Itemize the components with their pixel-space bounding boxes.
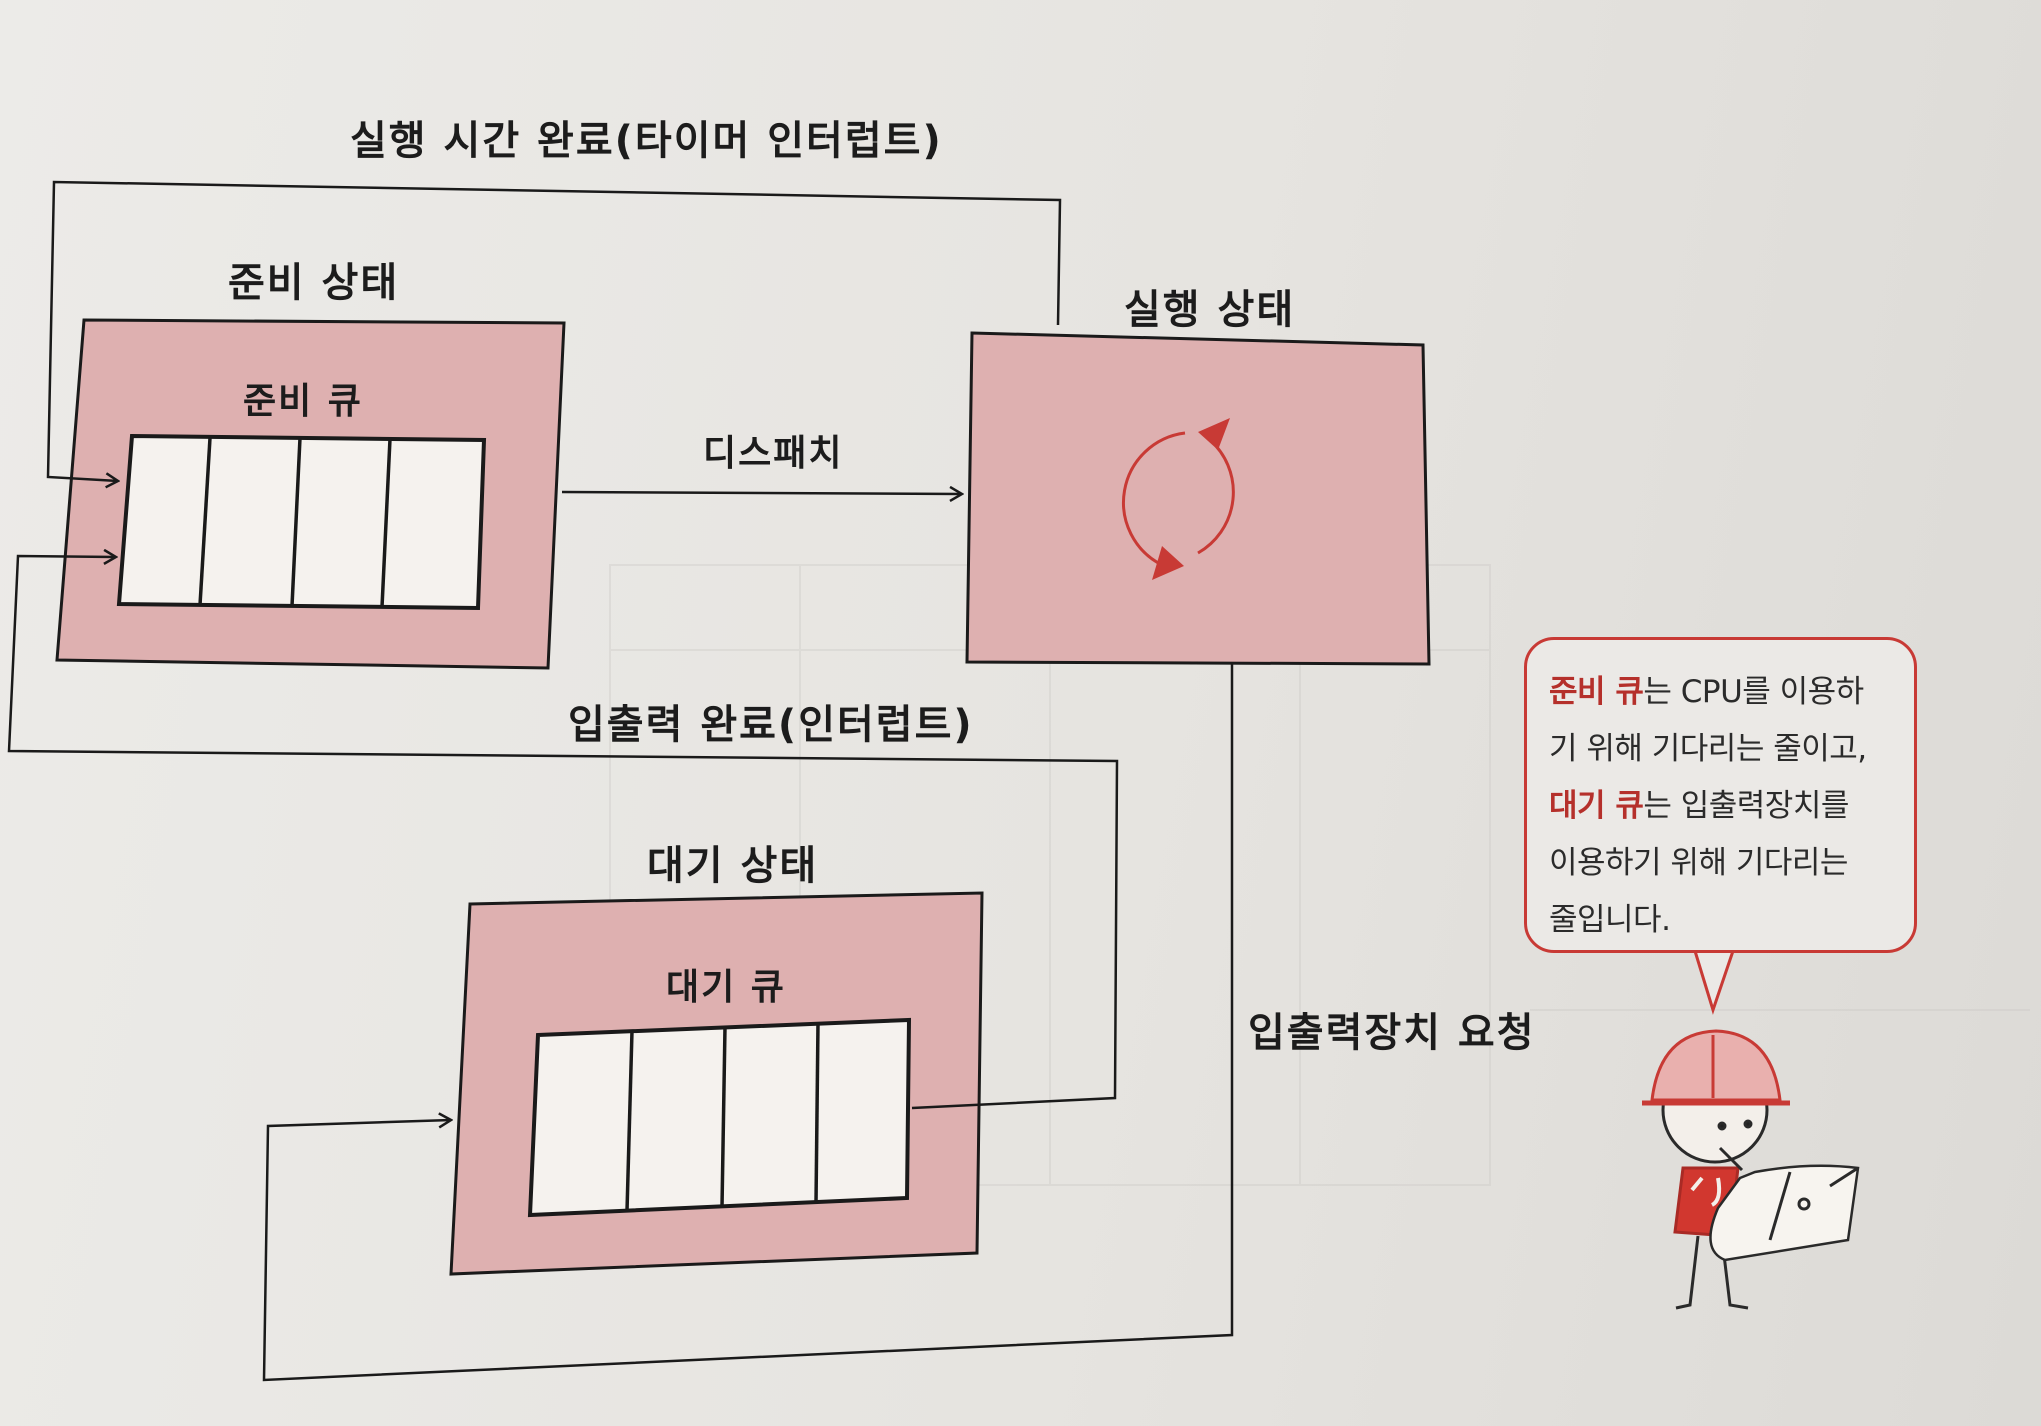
callout-pointer — [1693, 950, 1735, 1015]
ready-queue-slot — [290, 437, 302, 607]
dispatch-label: 디스패치 — [703, 433, 844, 474]
ready-queue — [116, 433, 487, 611]
ready-queue-slot — [198, 437, 212, 606]
waiting-state-label: 대기 상태 — [647, 843, 819, 889]
ready-queue-label: 준비 큐 — [243, 381, 363, 422]
callout-text: 는 입출력장치를 — [1643, 788, 1849, 824]
callout-line: 대기 큐는 입출력장치를 — [1549, 778, 1898, 835]
waiting-queue — [527, 1017, 912, 1218]
callout-line: 줄입니다. — [1549, 902, 1671, 938]
cycle-arrows-icon — [1122, 418, 1235, 580]
io-request-arrow — [262, 664, 1234, 1382]
timeout-arrow — [46, 180, 1062, 481]
io-complete-label: 입출력 완료(인터럽트) — [568, 702, 974, 748]
running-state-box — [965, 331, 1431, 666]
waiting-queue-slot — [625, 1030, 634, 1212]
timeout-label: 실행 시간 완료(타이머 인터럽트) — [350, 118, 943, 164]
waiting-queue-slot — [814, 1022, 820, 1204]
engineer-character-icon — [1642, 1029, 1860, 1310]
callout-line: 준비 큐는 CPU를 이용하 — [1549, 664, 1898, 721]
callout-highlight-ready-queue: 준비 큐 — [1549, 674, 1644, 710]
waiting-queue-slot — [720, 1026, 727, 1208]
callout-line: 기 위해 기다리는 줄이고, — [1549, 731, 1867, 767]
ready-queue-slot — [380, 438, 392, 608]
running-state-label: 실행 상태 — [1124, 287, 1296, 333]
callout-highlight-waiting-queue: 대기 큐 — [1549, 788, 1644, 824]
ready-state-label: 준비 상태 — [228, 260, 400, 306]
io-request-label: 입출력장치 요청 — [1248, 1010, 1536, 1056]
waiting-queue-label: 대기 큐 — [666, 967, 786, 1008]
callout-bubble: 준비 큐는 CPU를 이용하 기 위해 기다리는 줄이고, 대기 큐는 입출력장… — [1524, 637, 1917, 953]
callout-line: 이용하기 위해 기다리는 — [1549, 845, 1848, 881]
callout-text: 는 CPU를 이용하 — [1643, 674, 1864, 710]
io-complete-arrow — [7, 556, 1119, 1110]
dispatch-arrow — [561, 492, 962, 494]
